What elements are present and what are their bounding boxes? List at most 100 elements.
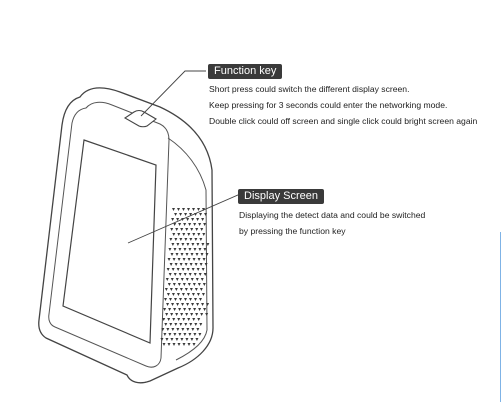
grille-hole bbox=[172, 343, 176, 346]
grille-hole bbox=[202, 208, 205, 211]
grille-hole bbox=[176, 243, 180, 246]
grille-hole bbox=[168, 273, 172, 276]
grille-hole bbox=[187, 343, 191, 346]
grille-hole bbox=[199, 213, 203, 216]
grille-hole bbox=[181, 268, 185, 271]
grille-hole bbox=[191, 218, 195, 221]
grille-hole bbox=[193, 333, 197, 336]
grille-hole bbox=[196, 243, 200, 246]
grille-hole bbox=[182, 208, 185, 211]
grille-hole bbox=[169, 263, 173, 266]
grille-hole bbox=[200, 278, 204, 281]
function-key-button bbox=[123, 109, 157, 128]
grille-hole bbox=[194, 238, 198, 241]
grille-hole bbox=[190, 338, 194, 341]
grille-hole bbox=[189, 323, 193, 326]
grille-hole bbox=[179, 263, 183, 266]
grille-hole bbox=[204, 213, 208, 216]
grille-hole bbox=[182, 343, 186, 346]
grille-hole bbox=[186, 293, 190, 296]
grille-hole bbox=[168, 308, 172, 311]
grille-hole bbox=[200, 228, 204, 231]
function-key-leader-line bbox=[140, 70, 206, 117]
function-key-description-line-3: Double click could off screen and single… bbox=[209, 116, 478, 126]
grille-hole bbox=[170, 228, 174, 231]
grille-hole bbox=[196, 328, 200, 331]
grille-hole bbox=[174, 263, 178, 266]
grille-hole bbox=[175, 253, 179, 256]
function-key-description-line-1: Short press could switch the different d… bbox=[209, 84, 410, 94]
grille-hole bbox=[163, 333, 167, 336]
grille-hole bbox=[197, 318, 201, 321]
grille-hole bbox=[171, 218, 175, 221]
grille-hole bbox=[196, 293, 200, 296]
grille-hole bbox=[171, 268, 175, 271]
grille-hole bbox=[183, 248, 187, 251]
grille-hole bbox=[177, 258, 181, 261]
grille-hole bbox=[183, 223, 187, 226]
grille-hole bbox=[198, 308, 202, 311]
grille-hole bbox=[193, 223, 197, 226]
grille-hole bbox=[172, 318, 176, 321]
grille-hole bbox=[202, 233, 206, 236]
grille-hole bbox=[188, 223, 192, 226]
grille-hole bbox=[185, 313, 189, 316]
grille-hole bbox=[173, 273, 177, 276]
display-screen bbox=[62, 139, 157, 344]
device-bezel bbox=[48, 101, 170, 368]
grille-hole bbox=[178, 248, 182, 251]
grille-hole bbox=[173, 308, 177, 311]
grille-hole bbox=[188, 248, 192, 251]
grille-hole bbox=[175, 278, 179, 281]
grille-hole bbox=[187, 283, 191, 286]
grille-hole bbox=[205, 253, 209, 256]
grille-hole bbox=[198, 273, 202, 276]
grille-hole bbox=[199, 298, 202, 301]
grille-hole bbox=[170, 253, 174, 256]
grille-hole bbox=[193, 248, 197, 251]
grille-hole bbox=[201, 303, 205, 306]
grille-hole bbox=[182, 258, 186, 261]
grille-hole bbox=[165, 338, 169, 341]
grille-hole bbox=[180, 228, 184, 231]
grille-hole bbox=[172, 283, 176, 286]
grille-hole bbox=[199, 263, 203, 266]
grille-hole bbox=[179, 298, 182, 301]
device-side-edge bbox=[167, 137, 208, 361]
grille-hole bbox=[191, 303, 195, 306]
grille-hole bbox=[165, 278, 169, 281]
grille-hole bbox=[196, 218, 200, 221]
grille-hole bbox=[169, 323, 173, 326]
function-key-label: Function key bbox=[208, 64, 283, 79]
grille-hole bbox=[173, 333, 177, 336]
grille-hole bbox=[194, 298, 197, 301]
grille-hole bbox=[195, 228, 199, 231]
grille-hole bbox=[188, 273, 192, 276]
grille-hole bbox=[170, 338, 174, 341]
grille-hole bbox=[174, 213, 178, 216]
display-screen-description-line-2: by pressing the function key bbox=[239, 226, 346, 236]
grille-hole bbox=[203, 223, 207, 226]
grille-hole bbox=[199, 238, 203, 241]
grille-hole bbox=[197, 233, 201, 236]
grille-hole bbox=[194, 263, 198, 266]
grille-hole bbox=[193, 308, 197, 311]
grille-hole bbox=[174, 288, 178, 291]
grille-hole bbox=[181, 328, 185, 331]
grille-hole bbox=[184, 298, 187, 301]
grille-hole bbox=[190, 228, 194, 231]
grille-hole bbox=[201, 268, 205, 271]
grille-hole bbox=[189, 288, 193, 291]
grille-hole bbox=[182, 318, 186, 321]
grille-hole bbox=[178, 223, 182, 226]
grille-hole bbox=[192, 343, 196, 346]
grille-hole bbox=[184, 263, 188, 266]
grille-hole bbox=[183, 308, 187, 311]
grille-hole bbox=[193, 273, 197, 276]
grille-hole bbox=[186, 303, 190, 306]
grille-hole bbox=[176, 303, 180, 306]
grille-hole bbox=[190, 278, 194, 281]
grille-hole bbox=[172, 258, 176, 261]
grille-hole bbox=[203, 273, 207, 276]
